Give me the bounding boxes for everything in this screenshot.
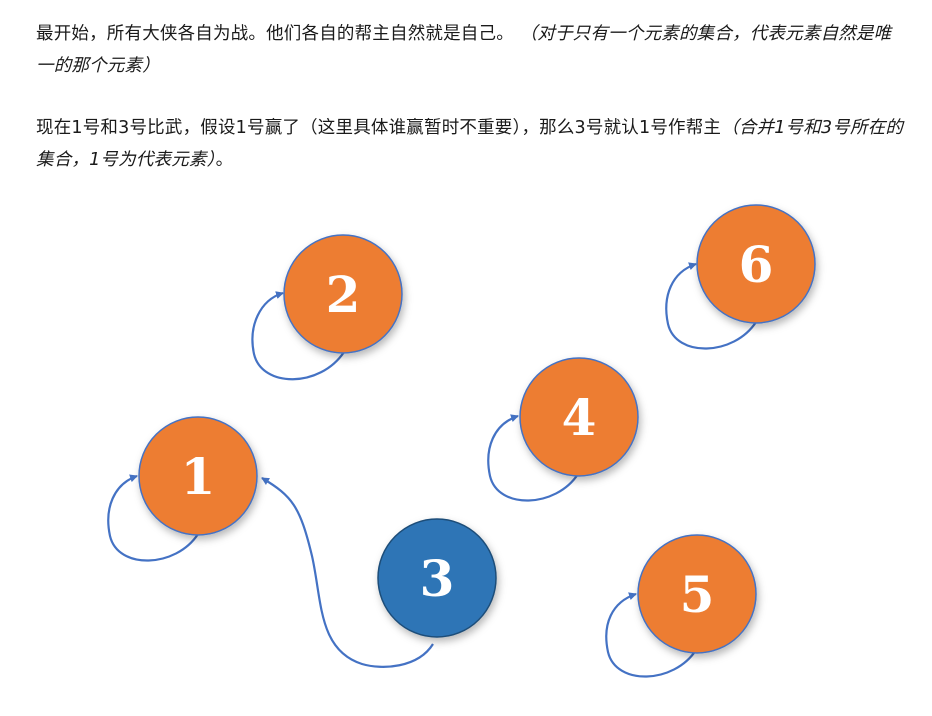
node-5-label: 5 — [680, 565, 715, 624]
node-1-circle — [138, 416, 258, 536]
node-3: 3 — [377, 518, 497, 638]
paragraph-1-note: （对于只有一个元素的集合，代表元素自然是唯一的那个元素） — [36, 24, 892, 76]
self-loop-arrow-node-5 — [605, 592, 697, 678]
node-1-label: 1 — [181, 447, 216, 506]
node-5: 5 — [637, 534, 757, 654]
node-2-label: 2 — [326, 265, 361, 324]
node-6: 6 — [696, 204, 816, 324]
union-find-diagram: 2 6 4 1 3 5 — [107, 204, 816, 678]
paragraph-2-note: （合并1号和3号所在的集合，1号为代表元素） — [36, 118, 904, 170]
node-3-circle — [377, 518, 497, 638]
node-4-circle — [519, 357, 639, 477]
node-2-circle — [283, 234, 403, 354]
paragraph-2-suffix: 。 — [215, 150, 234, 170]
node-6-circle — [696, 204, 816, 324]
paragraph-2: 现在1号和3号比武，假设1号赢了（这里具体谁赢暂时不重要），那么3号就认1号作帮… — [36, 112, 908, 176]
paragraph-2-text: 现在1号和3号比武，假设1号赢了（这里具体谁赢暂时不重要），那么3号就认1号作帮… — [36, 118, 722, 138]
paragraph-1: 最开始，所有大侠各自为战。他们各自的帮主自然就是自己。 （对于只有一个元素的集合… — [36, 18, 908, 82]
self-loop-arrow-node-6 — [665, 262, 757, 350]
self-loop-arrow-node-4 — [487, 414, 579, 502]
self-loop-arrow-node-1 — [107, 474, 199, 562]
node-5-circle — [637, 534, 757, 654]
node-2: 2 — [283, 234, 403, 354]
self-loop-arrow-node-2 — [251, 291, 345, 381]
node-6-label: 6 — [739, 235, 774, 294]
node-1: 1 — [138, 416, 258, 536]
merge-arrow-3-to-1 — [261, 477, 434, 668]
node-4: 4 — [519, 357, 639, 477]
node-3-label: 3 — [420, 549, 455, 608]
paragraph-1-text: 最开始，所有大侠各自为战。他们各自的帮主自然就是自己。 — [36, 24, 520, 44]
node-4-label: 4 — [562, 388, 597, 447]
